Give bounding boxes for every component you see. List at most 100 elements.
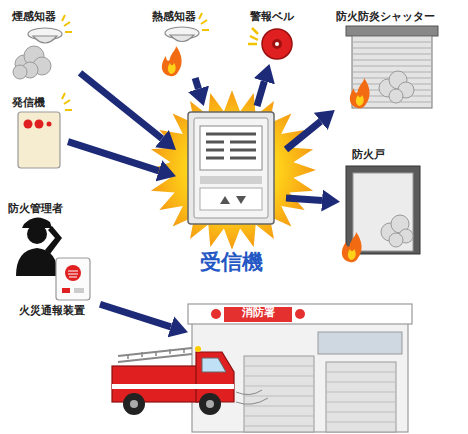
smoke-detector-icon-shape xyxy=(33,36,57,43)
node-label: 煙感知器 xyxy=(12,10,78,23)
receiver-panel-icon-shape xyxy=(200,176,262,184)
fire-truck-icon-shape xyxy=(112,384,234,389)
smoke-detector-icon-shape xyxy=(13,65,27,79)
alarm-bell-icon-shape xyxy=(248,28,258,44)
alarm-bell-icon-shape xyxy=(275,42,279,46)
fire-door-icon xyxy=(342,166,420,262)
starburst xyxy=(148,90,316,250)
fire-shutter-icon-shape xyxy=(356,95,364,106)
node-label: 熱感知器 xyxy=(152,10,218,23)
heat-detector-icon-shape xyxy=(162,46,182,76)
node-label: 受信機 xyxy=(176,250,286,275)
fire-manager-silhouette-shape xyxy=(16,248,58,276)
fire-truck-icon xyxy=(112,346,268,415)
fire-station-building-shape xyxy=(318,332,402,354)
signal-arrow xyxy=(68,142,159,171)
fire-truck-icon-shape xyxy=(206,400,214,408)
device-node: 防火管理者 xyxy=(6,200,90,278)
node-label: 消防署 xyxy=(224,306,292,319)
fire-door-icon-shape xyxy=(348,249,356,260)
manual-call-point-icon-shape xyxy=(35,120,44,129)
device-node: 熱感知器 xyxy=(150,6,218,78)
fire-truck-icon-shape xyxy=(196,352,234,402)
fire-manager-silhouette-shape xyxy=(45,226,62,254)
fire-manager-silhouette xyxy=(16,217,62,276)
fire-truck-icon-shape xyxy=(112,366,198,402)
manual-call-point-icon-shape xyxy=(18,112,60,168)
fire-truck-icon-shape xyxy=(195,346,201,352)
fire-station-building-shape xyxy=(295,309,305,319)
device-node: 防火防炎シャッター xyxy=(334,6,464,110)
heat-detector-icon-shape xyxy=(199,13,209,30)
manual-call-point-icon-shape xyxy=(62,93,72,110)
fire-station-building-shape xyxy=(188,304,412,324)
fire-shutter-icon-shape xyxy=(346,26,438,36)
alarm-bell-icon-shape xyxy=(272,39,282,49)
fire-door-icon-shape xyxy=(353,173,413,251)
fire-truck-icon-shape xyxy=(123,393,145,415)
signal-arrow xyxy=(80,73,162,139)
node-label: 警報ベル xyxy=(250,10,310,23)
fire-truck-icon-shape xyxy=(199,393,221,415)
signal-arrow xyxy=(286,198,322,201)
device-node: 発信機 xyxy=(8,94,68,170)
fire-shutter-icon xyxy=(346,26,438,108)
device-node: 消防署 xyxy=(188,304,412,432)
device-node: 火災通報装置 xyxy=(4,256,100,322)
alarm-bell-icon-shape xyxy=(262,29,292,59)
fire-truck-icon-shape xyxy=(130,400,138,408)
fire-report-device-icon-shape xyxy=(74,288,84,293)
signal-arrow xyxy=(100,304,171,327)
device-node: 煙感知器 xyxy=(8,6,80,82)
node-label: 火災通報装置 xyxy=(4,304,100,317)
smoke-detector-icon xyxy=(13,15,72,79)
fire-shutter-icon-shape xyxy=(389,89,403,103)
manual-call-point-icon-shape xyxy=(24,120,33,129)
node-label: 防火管理者 xyxy=(8,202,90,215)
fire-truck-icon-shape xyxy=(118,348,192,362)
fire-report-device-icon-shape xyxy=(62,288,70,293)
fire-door-icon-shape xyxy=(342,232,362,262)
fire-truck-icon-shape xyxy=(236,390,268,404)
fire-station-building-shape xyxy=(192,320,408,432)
receiver-panel-icon-shape xyxy=(206,134,256,158)
node-label: 防火戸 xyxy=(352,148,428,161)
fire-station-building-shape xyxy=(326,362,396,432)
signal-arrow xyxy=(195,78,198,89)
node-label: 発信機 xyxy=(12,96,68,109)
starburst-shape xyxy=(148,90,316,250)
manual-call-point-icon-shape xyxy=(47,122,52,127)
fire-station-building-shape xyxy=(224,307,292,322)
receiver-panel-icon-shape xyxy=(194,118,268,218)
fire-door-icon-shape xyxy=(389,233,403,247)
fire-station-building-shape xyxy=(244,356,314,432)
device-node: 受信機 xyxy=(176,106,286,282)
heat-detector-icon-shape xyxy=(170,35,194,42)
fire-report-device-icon-shape xyxy=(65,265,81,281)
fire-report-device-icon-shape xyxy=(56,258,90,300)
smoke-detector-icon-shape xyxy=(62,15,72,32)
fire-truck-icon-shape xyxy=(128,348,184,359)
fire-manager-silhouette-shape xyxy=(27,224,47,244)
fire-shutter-icon-shape xyxy=(350,78,370,108)
receiver-panel-icon-shape xyxy=(220,196,246,204)
receiver-panel-icon-shape xyxy=(200,126,262,170)
fire-station-building-shape xyxy=(211,309,221,319)
fire-station-building-shape xyxy=(326,372,396,422)
fire-report-device-icon-shape xyxy=(68,271,78,277)
signal-arrow xyxy=(286,121,321,149)
receiver-panel-icon-shape xyxy=(188,112,274,224)
fire-station-building-shape xyxy=(244,366,314,426)
receiver-panel-icon xyxy=(188,112,274,224)
fire-station-building xyxy=(188,304,412,432)
alarm-bell-icon xyxy=(248,28,292,59)
device-node: 警報ベル xyxy=(246,6,310,64)
fire-truck-icon-shape xyxy=(202,358,226,372)
heat-detector-icon-shape xyxy=(168,63,176,74)
device-node: 防火戸 xyxy=(340,146,428,264)
node-label: 防火防炎シャッター xyxy=(336,10,464,23)
